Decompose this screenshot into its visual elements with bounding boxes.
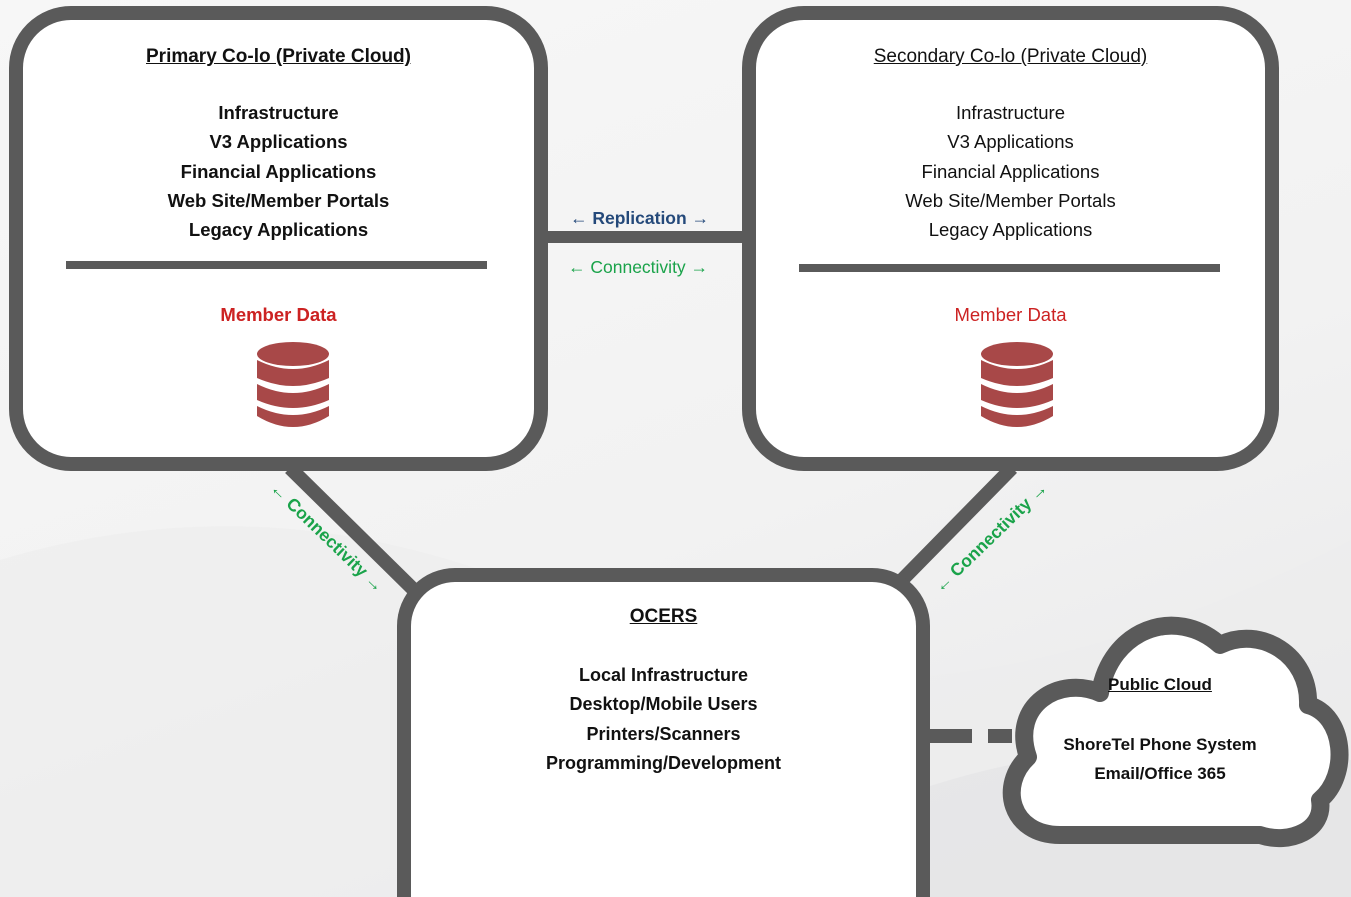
primary-item: Web Site/Member Portals: [167, 189, 390, 211]
secondary-item: Web Site/Member Portals: [905, 189, 1116, 211]
database-icon: [981, 342, 1053, 427]
secondary-item: Infrastructure: [956, 102, 1065, 123]
primary-member-data-label: Member Data: [220, 304, 337, 325]
ocers-item: Local Infrastructure: [578, 665, 749, 685]
public-cloud-item: Email/Office 365: [1094, 764, 1226, 783]
secondary-colo-title: Secondary Co-lo (Private Cloud): [873, 46, 1148, 67]
secondary-colo-box: Secondary Co-lo (Private Cloud) Infrastr…: [742, 6, 1279, 471]
ocers-box: OCERS Local Infrastructure Desktop/Mobil…: [397, 568, 930, 897]
connectivity-label-top: ← Connectivity →: [568, 257, 709, 277]
secondary-member-data-label: Member Data: [954, 304, 1067, 325]
public-cloud-items: ShoreTel Phone System Email/Office 365: [1030, 730, 1290, 788]
ocers-items: Local Infrastructure Desktop/Mobile User…: [411, 661, 916, 778]
primary-colo-items: Infrastructure V3 Applications Financial…: [23, 98, 534, 244]
ocers-item: Desktop/Mobile Users: [569, 694, 758, 715]
ocers-item: Programming/Development: [545, 752, 782, 773]
secondary-ocers-link-line: [897, 463, 1017, 585]
database-icon: [257, 342, 329, 427]
secondary-colo-items: Infrastructure V3 Applications Financial…: [756, 98, 1265, 244]
primary-item: Legacy Applications: [188, 219, 369, 241]
secondary-item: Financial Applications: [921, 160, 1100, 182]
primary-item: Infrastructure: [218, 102, 339, 123]
secondary-item: Legacy Applications: [928, 219, 1093, 241]
public-cloud-title: Public Cloud: [1108, 675, 1212, 694]
secondary-divider: [799, 264, 1220, 272]
ocers-title: OCERS: [629, 606, 698, 627]
ocers-item: Printers/Scanners: [586, 723, 741, 744]
replication-label: ← Replication →: [570, 208, 710, 228]
primary-item: Financial Applications: [180, 160, 377, 182]
primary-item: V3 Applications: [209, 131, 348, 153]
primary-ocers-link-line: [285, 463, 423, 599]
secondary-item: V3 Applications: [947, 131, 1074, 153]
cloud-icon: [1002, 616, 1349, 848]
public-cloud-item: ShoreTel Phone System: [1063, 735, 1257, 754]
primary-divider: [66, 261, 487, 269]
primary-colo-box: Primary Co-lo (Private Cloud) Infrastruc…: [9, 6, 548, 471]
primary-colo-title: Primary Co-lo (Private Cloud): [146, 46, 411, 67]
